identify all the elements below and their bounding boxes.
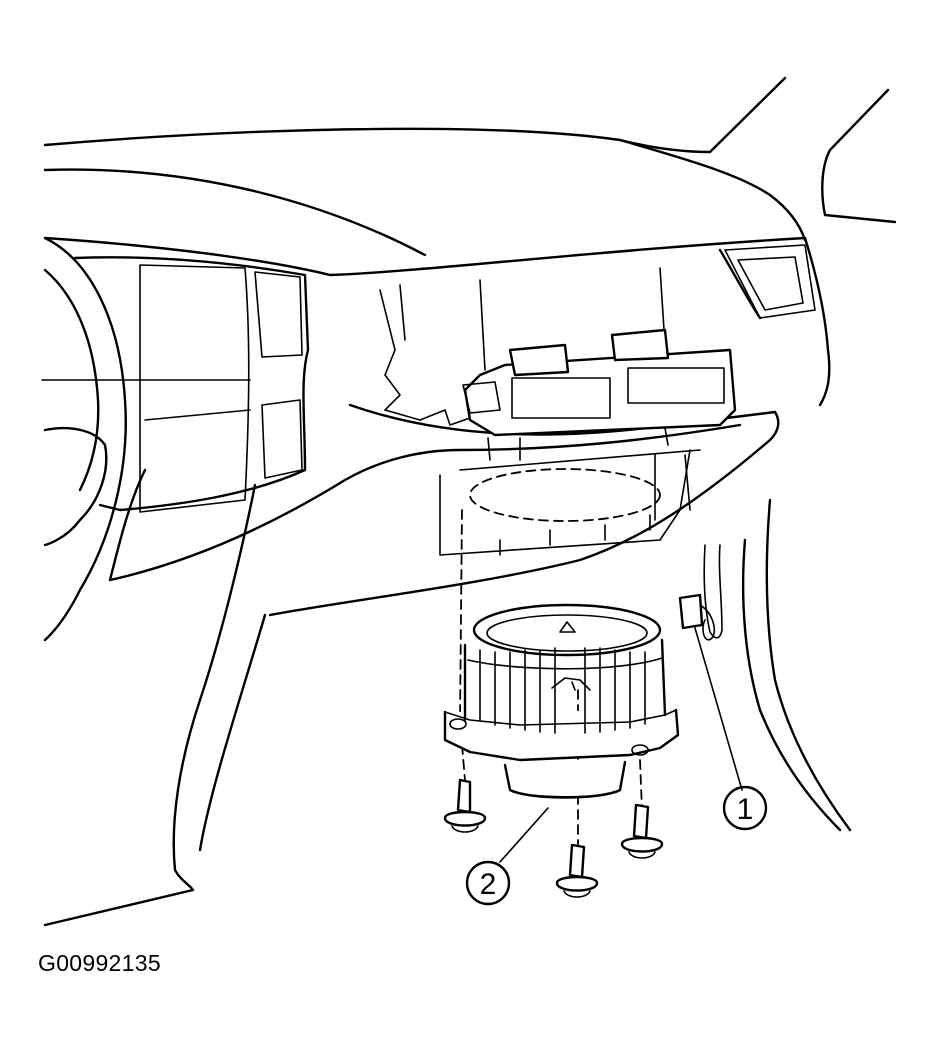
figure-id-label: G00992135 bbox=[38, 950, 161, 976]
callout-1: 1 bbox=[722, 785, 768, 831]
electrical-connector bbox=[678, 544, 723, 641]
windshield-frame bbox=[43, 76, 897, 257]
callout-1-leader bbox=[694, 627, 743, 791]
bolt-right bbox=[620, 803, 664, 859]
blower-motor bbox=[443, 603, 680, 799]
callout-2-leader bbox=[499, 807, 549, 863]
callout-1-number: 1 bbox=[737, 793, 754, 826]
callout-2: 2 bbox=[465, 860, 511, 906]
mounting-bolts bbox=[443, 778, 664, 898]
bolt-left bbox=[443, 778, 487, 833]
blower-housing bbox=[379, 267, 701, 556]
bolt-center bbox=[555, 843, 599, 898]
control-module bbox=[462, 328, 737, 461]
callout-2-number: 2 bbox=[480, 868, 497, 901]
